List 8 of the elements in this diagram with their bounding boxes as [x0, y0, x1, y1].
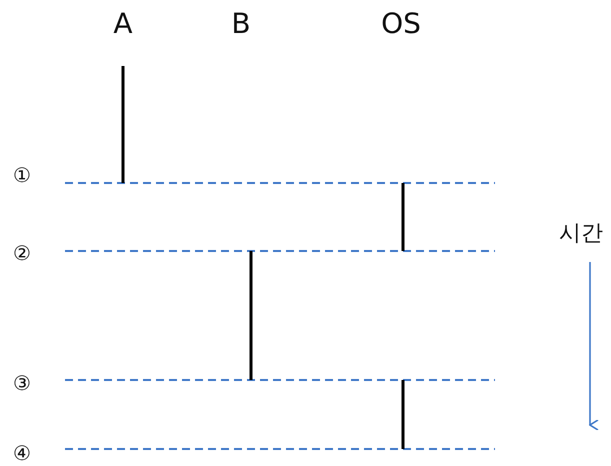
process-label: B [231, 10, 251, 38]
process-label: OS [381, 10, 421, 38]
time-axis-label: 시간 [559, 223, 603, 245]
process-label: A [113, 10, 133, 38]
time-step-number: ② [13, 243, 31, 263]
time-step-number: ③ [13, 373, 31, 393]
time-step-number: ① [13, 165, 31, 185]
time-step-number: ④ [13, 443, 31, 463]
